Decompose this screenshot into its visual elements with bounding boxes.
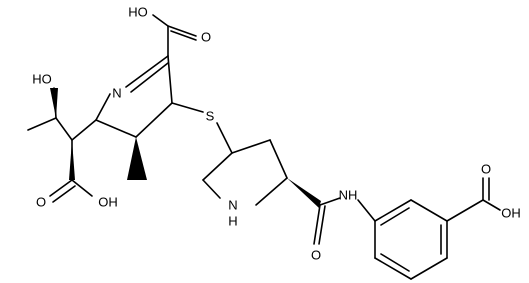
aryl-acid-oh-label: OH [501,205,521,220]
amide-o-label: O [311,247,321,262]
pyrroline-ring [95,55,173,138]
amide-nh-label: NH [339,187,358,202]
pyrrolidine-ring [202,139,288,206]
benzene-ring [357,199,448,280]
top-acid-o-label: O [201,29,211,44]
pyrrolidine-h-label: H [228,213,237,228]
top-acid-oh-label: HO [128,4,148,19]
side-chain [27,87,97,203]
sidechain-wedge-2 [50,88,58,118]
lower-acid-o-label: O [36,194,46,209]
amide-wedge-bond [287,178,321,208]
sidechain-wedge-1 [69,140,75,180]
sulfur-label: S [206,108,215,123]
hydroxyl-label: HO [32,71,52,86]
ring-n-label: N [112,85,121,100]
pyrrolidine-n-label: N [228,197,237,212]
lower-acid-oh-label: OH [98,194,118,209]
methyl-wedge-bond [127,137,147,180]
top-carboxyl-group [152,14,197,57]
aryl-carboxyl-group [446,177,501,222]
aryl-acid-o-label: O [481,161,491,176]
thioether-bonds [171,102,233,154]
amide-group [313,197,341,245]
